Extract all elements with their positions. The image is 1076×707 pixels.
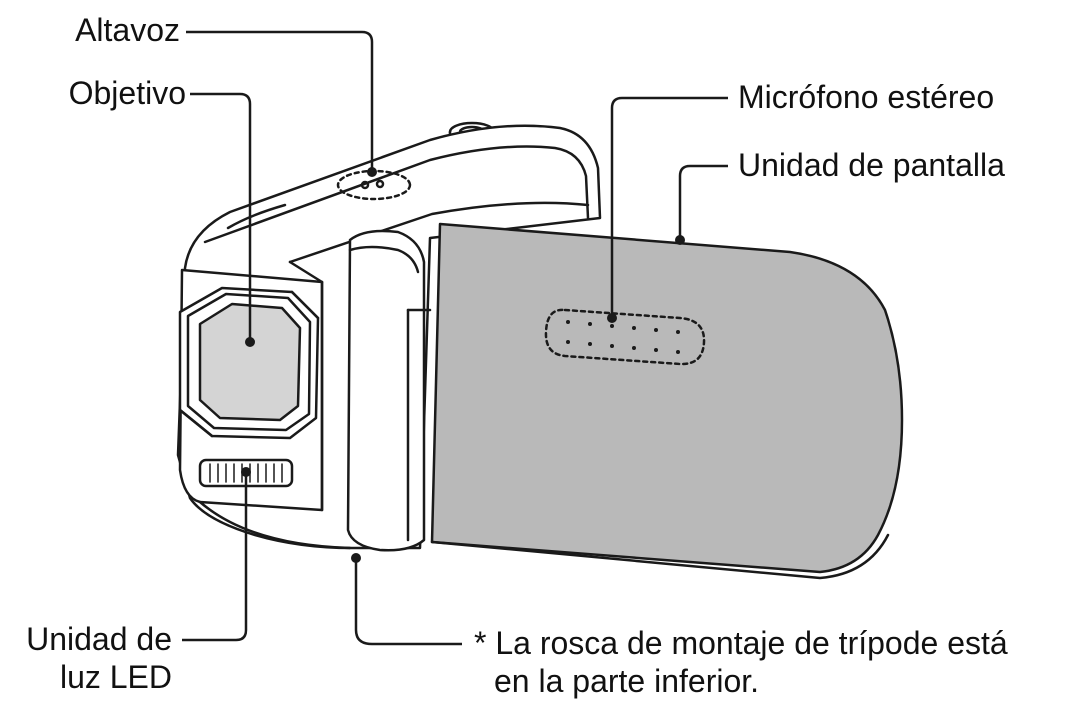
label-tripode-line1: * La rosca de montaje de trípode está	[474, 625, 1008, 661]
leader-objetivo	[190, 92, 252, 342]
display-unit	[430, 222, 904, 574]
label-led-line1: Unidad de	[26, 621, 172, 657]
leader-dots	[241, 167, 685, 563]
leader-altavoz	[186, 30, 374, 168]
lens-glass	[198, 302, 302, 422]
leader-microfono	[610, 96, 728, 315]
leader-tripode	[354, 560, 462, 646]
label-tripode-line2: en la parte inferior.	[494, 663, 760, 699]
label-led-line2: luz LED	[59, 659, 172, 695]
label-microfono: Micrófono estéreo	[738, 79, 995, 115]
label-objetivo: Objetivo	[68, 75, 186, 111]
leader-pantalla	[678, 164, 728, 238]
leader-led	[182, 470, 248, 642]
leader-lines	[182, 30, 728, 646]
screen-hinge	[346, 229, 426, 552]
label-pantalla: Unidad de pantalla	[738, 147, 1005, 183]
label-altavoz: Altavoz	[75, 12, 180, 48]
stereo-mic	[544, 308, 706, 366]
